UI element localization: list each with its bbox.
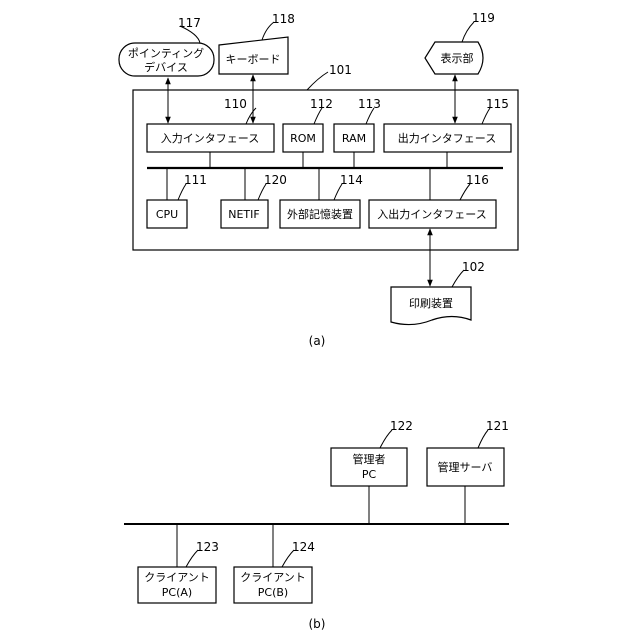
io-interface-label: 入出力インタフェース: [377, 207, 486, 221]
client-a-label-line2: PC(A): [162, 586, 192, 599]
figure-b: 管理者 PC 122 管理サーバ 121 クライアント PC(A) 123 クラ…: [124, 419, 509, 631]
io-interface-ref: 116: [466, 173, 489, 187]
client-b-label-line1: クライアント: [240, 571, 306, 584]
rom-ref: 112: [310, 97, 333, 111]
netif-ref: 120: [264, 173, 287, 187]
figure-b-caption: (b): [309, 617, 326, 631]
input-interface-ref-leader: [246, 108, 256, 124]
output-interface-label: 出力インタフェース: [398, 131, 496, 145]
display-label: 表示部: [441, 51, 474, 65]
input-interface-ref: 110: [224, 97, 247, 111]
figure-a: 101 ポインティング デバイス 117 キーボード 118 表示部 119 入…: [119, 11, 518, 348]
pointing-device-label-line2: デバイス: [144, 60, 188, 74]
admin-pc-label-line2: PC: [362, 468, 377, 481]
printer-label: 印刷装置: [409, 297, 453, 310]
rom-label: ROM: [290, 132, 316, 145]
ram-ref: 113: [358, 97, 381, 111]
display-ref: 119: [472, 11, 495, 25]
keyboard-ref: 118: [272, 12, 295, 26]
management-server-ref: 121: [486, 419, 509, 433]
figure-a-caption: (a): [309, 334, 326, 348]
cpu-ref: 111: [184, 173, 207, 187]
client-a-ref: 123: [196, 540, 219, 554]
pointing-device-ref: 117: [178, 16, 201, 30]
admin-pc-label-line1: 管理者: [353, 452, 386, 466]
client-b-label-line2: PC(B): [258, 586, 288, 599]
keyboard-label: キーボード: [226, 53, 281, 66]
printer-ref: 102: [462, 260, 485, 274]
netif-label: NETIF: [228, 208, 259, 221]
display-ref-leader: [462, 22, 474, 42]
client-a-label-line1: クライアント: [144, 571, 210, 584]
external-storage-label: 外部記憶装置: [287, 207, 353, 221]
admin-pc-ref: 122: [390, 419, 413, 433]
output-interface-ref: 115: [486, 97, 509, 111]
client-b-ref: 124: [292, 540, 315, 554]
system-ref-leader: [307, 72, 328, 90]
pointing-device-label-line1: ポインティング: [128, 46, 204, 60]
system-ref: 101: [329, 63, 352, 77]
cpu-label: CPU: [156, 208, 178, 221]
ram-label: RAM: [342, 132, 366, 145]
input-interface-label: 入力インタフェース: [161, 132, 259, 145]
management-server-label: 管理サーバ: [438, 460, 493, 474]
external-storage-ref: 114: [340, 173, 363, 187]
